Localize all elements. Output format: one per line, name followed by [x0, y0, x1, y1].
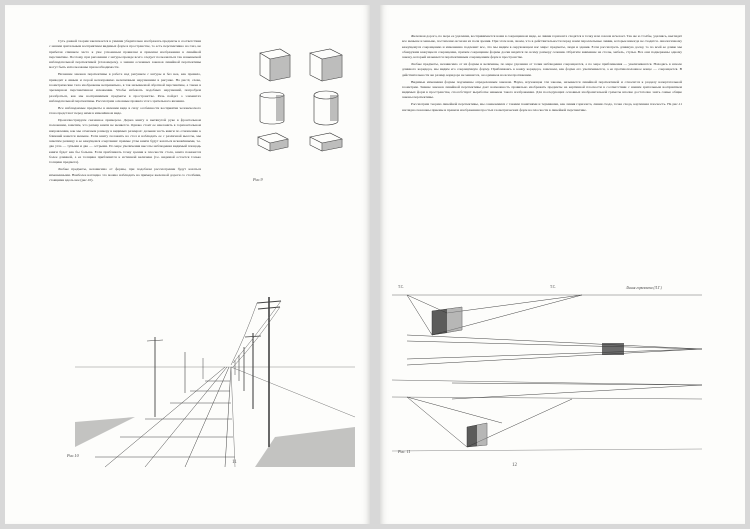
- figure-11-label-horizon: Линия горизонта (Л.Г.): [626, 286, 662, 290]
- figure-9-illustration: [257, 48, 343, 152]
- figure-11-label-vp-mid: Т.С.: [550, 285, 557, 289]
- page-number: 11: [232, 460, 237, 465]
- paragraph: Любые предметы, независимо от формы, при…: [49, 167, 201, 182]
- figure-11-perspective-illustration: [391, 294, 703, 452]
- paragraph: Незнание законов перспективы в работе на…: [49, 72, 201, 103]
- paragraph: Рассмотрим теорию линейной перспективы, …: [402, 102, 682, 112]
- paragraph: Проиллюстрируем сказанное примером. Держ…: [49, 117, 201, 165]
- figure-11-caption: Рис. 11: [398, 449, 411, 454]
- figure-10-caption: Рис.10: [67, 453, 79, 458]
- right-page: Железная дорога, по мере ее удаления, во…: [380, 5, 745, 524]
- paragraph: Все наблюдаемые предметы в явлении вида …: [49, 105, 201, 116]
- figure-11-label-vp-left: Т.С.: [398, 285, 405, 289]
- paragraph: Видимые изменения формы подчинены опреде…: [402, 79, 682, 100]
- left-text-column: Суть данной теории заключается в умении …: [49, 39, 201, 185]
- page-number: 12: [512, 463, 517, 468]
- paragraph: Суть данной теории заключается в умении …: [49, 39, 201, 70]
- paragraph: Любые предметы, независимо от их формы и…: [402, 62, 682, 77]
- paragraph: Железная дорога, по мере ее удаления, во…: [402, 34, 682, 60]
- left-page: Суть данной теории заключается в умении …: [5, 5, 370, 524]
- figure-9-caption: Рис.9: [253, 177, 263, 182]
- right-text-column: Железная дорога, по мере ее удаления, во…: [402, 34, 682, 115]
- figure-10-railway-illustration: [75, 297, 356, 468]
